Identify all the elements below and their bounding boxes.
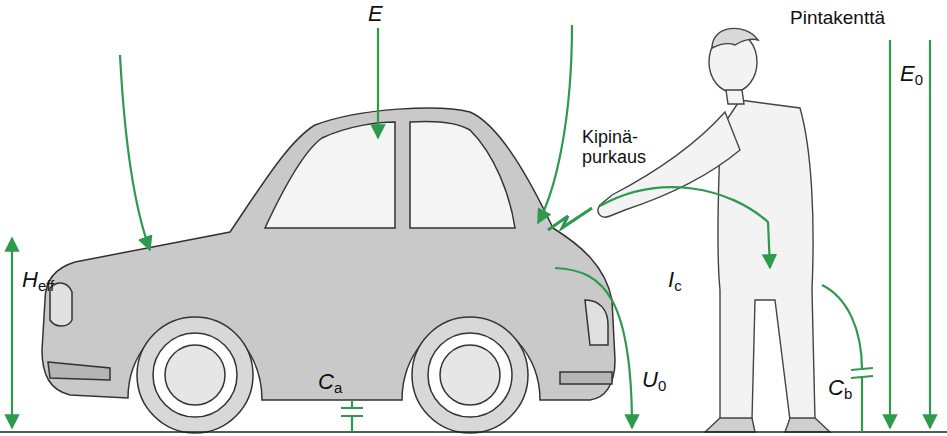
capacitance-symbol: Ca: [318, 370, 342, 397]
voltage-symbol: U0: [642, 368, 666, 395]
field-title: Pintakenttä: [790, 8, 885, 29]
height-symbol: Heff: [22, 268, 54, 295]
spark-label: Kipinä- purkaus: [582, 128, 662, 168]
field-symbol: E: [368, 2, 383, 26]
capacitance-symbol: Cb: [828, 376, 852, 403]
field-symbol: E0: [900, 62, 923, 89]
current-symbol: Ic: [668, 268, 682, 295]
spark: [548, 208, 592, 230]
field-lines: [12, 25, 930, 432]
ground-line: [0, 431, 947, 433]
person: [598, 28, 830, 432]
